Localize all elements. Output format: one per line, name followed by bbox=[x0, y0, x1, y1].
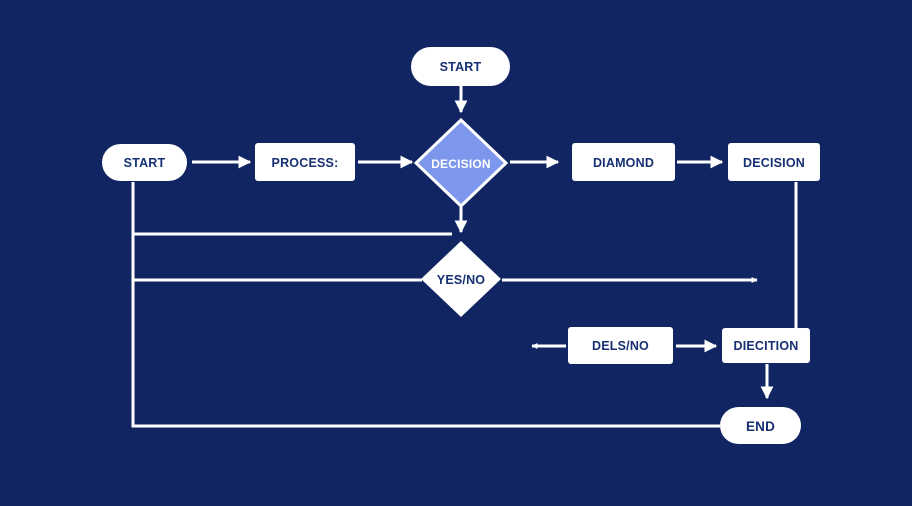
node-start-left: START bbox=[102, 144, 187, 181]
node-dels-no: DELS/NO bbox=[568, 327, 673, 364]
node-end: END bbox=[720, 407, 801, 444]
node-end-label: END bbox=[746, 419, 775, 434]
node-start-top-label: START bbox=[440, 60, 482, 74]
node-start-left-label: START bbox=[124, 156, 166, 170]
node-diecition-label: DIECITION bbox=[734, 339, 799, 353]
node-process-label: PROCESS: bbox=[272, 156, 339, 170]
node-decision-main-label: DECISION bbox=[431, 157, 491, 171]
node-diecition: DIECITION bbox=[722, 328, 810, 363]
node-decision-main: DECISION bbox=[413, 117, 509, 209]
node-start-top: START bbox=[411, 47, 510, 86]
node-yes-no: YES/NO bbox=[421, 241, 501, 317]
node-diamond: DIAMOND bbox=[572, 143, 675, 181]
node-decision-right-label: DECISION bbox=[743, 156, 805, 170]
node-process: PROCESS: bbox=[255, 143, 355, 181]
connector-left-bus-to-end bbox=[131, 182, 720, 428]
node-dels-no-label: DELS/NO bbox=[592, 339, 649, 353]
node-diamond-label: DIAMOND bbox=[593, 156, 654, 170]
node-yes-no-label: YES/NO bbox=[437, 273, 486, 287]
node-decision-right: DECISION bbox=[728, 143, 820, 181]
connectors bbox=[131, 86, 798, 428]
